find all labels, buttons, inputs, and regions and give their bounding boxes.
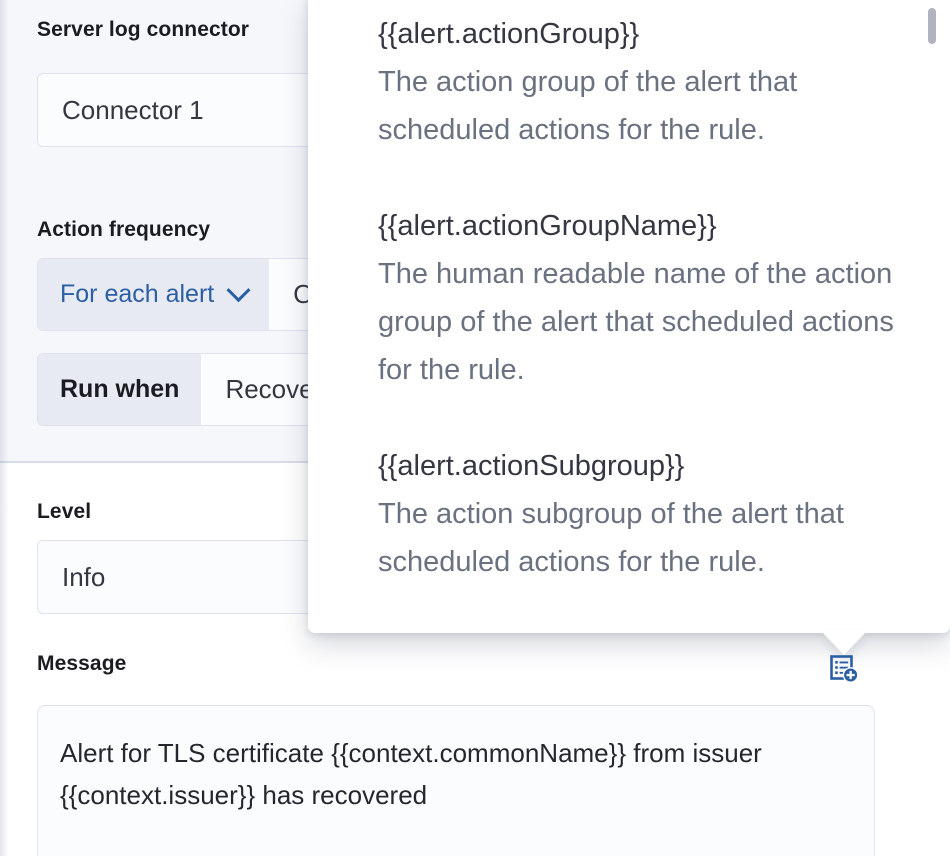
- action-frequency-dropdown-button[interactable]: For each alert: [38, 259, 270, 330]
- message-textarea-value: Alert for TLS certificate {{context.comm…: [60, 738, 770, 810]
- action-frequency-dropdown-label: For each alert: [60, 280, 215, 308]
- chevron-down-icon: [226, 278, 251, 303]
- variable-description: The action group of the alert that sched…: [378, 66, 798, 146]
- variable-item[interactable]: {{alert.actionGroupName}} The human read…: [378, 202, 898, 394]
- popover-scrollbar-track[interactable]: [931, 0, 940, 623]
- popover-scrollbar-thumb[interactable]: [928, 8, 936, 44]
- variable-description: The human readable name of the action gr…: [378, 258, 894, 386]
- action-frequency-label: Action frequency: [37, 218, 211, 241]
- variables-popover: {{alert.actionGroup}} The action group o…: [308, 0, 950, 633]
- variable-name: {{alert.actionGroupName}}: [378, 210, 717, 242]
- run-when-label: Run when: [60, 375, 180, 403]
- add-variable-icon[interactable]: [827, 652, 861, 686]
- variable-name: {{alert.actionGroup}}: [378, 18, 640, 50]
- connector-label: Server log connector: [37, 18, 250, 41]
- level-label: Level: [37, 500, 92, 523]
- level-selected-value: Info: [62, 561, 106, 592]
- variable-item[interactable]: {{alert.actionGroup}} The action group o…: [378, 10, 898, 154]
- variables-list: {{alert.actionGroup}} The action group o…: [308, 0, 950, 633]
- variable-description: The action subgroup of the alert that sc…: [378, 498, 844, 578]
- variable-name: {{alert.actionSubgroup}}: [378, 450, 685, 482]
- message-label: Message: [37, 652, 127, 675]
- variable-item[interactable]: {{alert.actionSubgroup}} The action subg…: [378, 442, 898, 586]
- popover-arrow: [821, 631, 867, 655]
- run-when-prepend: Run when: [38, 354, 202, 425]
- message-textarea[interactable]: Alert for TLS certificate {{context.comm…: [37, 705, 875, 856]
- connector-selected-value: Connector 1: [62, 94, 204, 125]
